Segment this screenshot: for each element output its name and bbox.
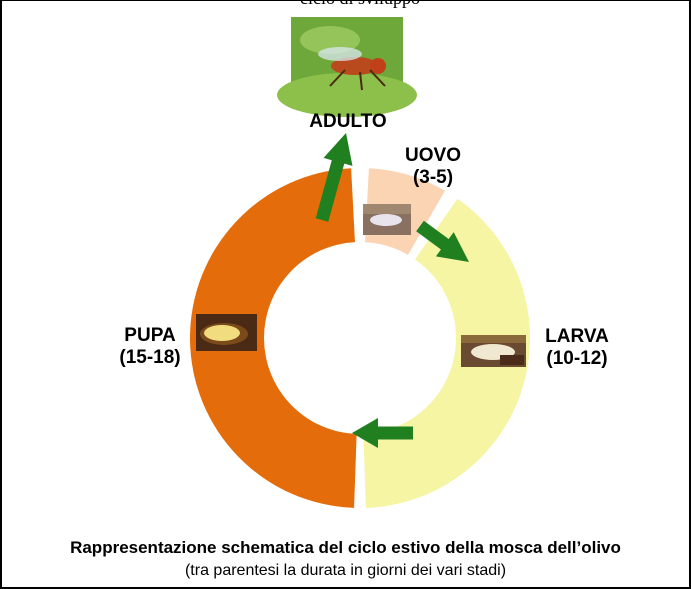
larva-duration: (10-12) [546, 348, 608, 369]
adult-fly-photo [277, 17, 417, 117]
pupa-photo [196, 314, 257, 351]
caption-subtitle: (tra parentesi la durata in giorni dei v… [184, 562, 507, 579]
larva-label: LARVA (10-12) [537, 326, 617, 370]
pupa-duration: (15-18) [119, 347, 181, 368]
adulto-name: ADULTO [309, 111, 387, 132]
adulto-label: ADULTO [304, 111, 392, 133]
arrow-uovo-to-larva [416, 220, 469, 262]
arrow-larva-to-pupa [352, 418, 413, 448]
uovo-label: UOVO (3-5) [398, 145, 468, 189]
egg-photo [363, 204, 411, 235]
pupa-segment [190, 168, 357, 508]
larva-name: LARVA [545, 326, 609, 347]
uovo-name: UOVO [405, 145, 461, 166]
pupa-name: PUPA [124, 325, 176, 346]
caption-title: Rappresentazione schematica del ciclo es… [70, 538, 621, 557]
larva-photo [461, 335, 526, 367]
uovo-duration: (3-5) [412, 167, 454, 188]
pupa-label: PUPA (15-18) [110, 325, 190, 369]
header-partial: ciclo di sviluppo [300, 0, 420, 9]
arrow-pupa-to-adulto [315, 133, 353, 222]
